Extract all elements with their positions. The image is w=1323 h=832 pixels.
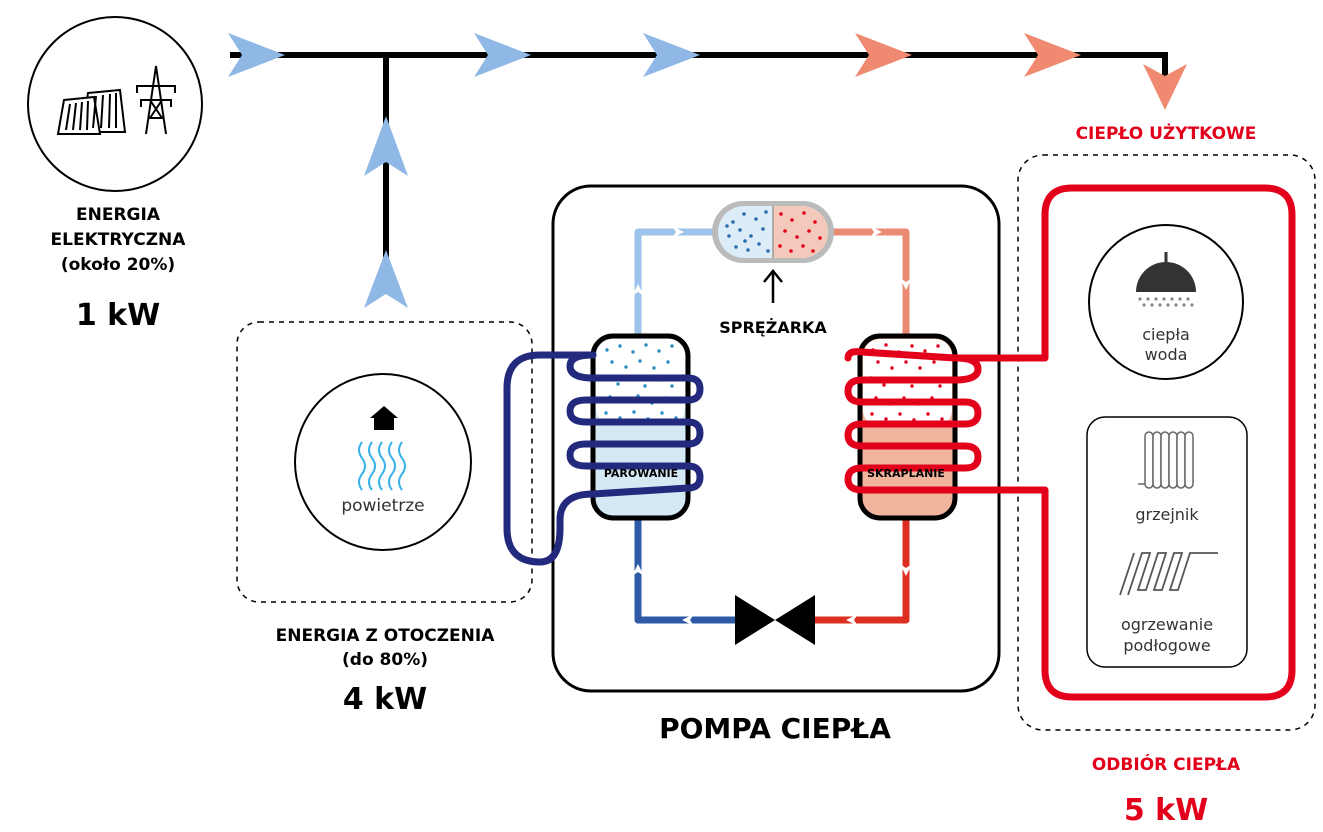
ambient-power: 4 kW <box>343 682 427 717</box>
useful-heat-title: CIEPŁO UŻYTKOWE <box>1076 122 1257 144</box>
heating-devices-box <box>1086 416 1248 668</box>
heat-pump-title: POMPA CIEPŁA <box>659 712 891 745</box>
electric-power: 1 kW <box>76 298 160 333</box>
condenser-coil <box>844 348 982 494</box>
expansion-valve-icon <box>735 595 815 645</box>
electric-label-line1: ENERGIA <box>76 205 161 225</box>
flow-arrows <box>228 33 1187 308</box>
evaporator-label: PAROWANIE <box>604 467 678 480</box>
heat-receiver-box <box>1017 154 1316 731</box>
hot-water-circle <box>1088 224 1244 380</box>
floor-heating-label-line1: ogrzewanie <box>1121 615 1213 634</box>
loop-arrows <box>632 226 912 626</box>
compressor <box>712 201 834 263</box>
transmission-tower-icon <box>136 65 176 135</box>
heat-receiver-title: ODBIÓR CIEPŁA <box>1092 753 1241 775</box>
ambient-energy-box <box>236 321 533 603</box>
power-plant-icon <box>56 88 127 135</box>
flow-arrow <box>474 33 531 77</box>
flow-arrow <box>855 33 912 77</box>
hot-water-label-line2: woda <box>1145 345 1188 364</box>
electric-energy-source <box>27 16 203 192</box>
ambient-source-circle <box>294 373 472 551</box>
flow-arrow <box>364 250 408 308</box>
evaporator-coil <box>503 351 704 566</box>
flow-arrow <box>1143 64 1187 110</box>
shower-icon <box>1136 252 1196 307</box>
electric-label-line3: (około 20%) <box>61 255 175 275</box>
heat-receiver-power: 5 kW <box>1124 793 1208 828</box>
radiator-icon <box>1138 431 1194 489</box>
flow-arrow <box>228 33 285 77</box>
cold-particles <box>725 210 770 253</box>
flow-arrow <box>643 33 700 77</box>
air-waves-icon <box>358 441 406 491</box>
house-icon <box>370 406 398 430</box>
flow-arrow <box>1024 33 1081 77</box>
floor-heating-label-line2: podłogowe <box>1123 636 1210 655</box>
condenser-label: SKRAPLANIE <box>867 467 945 480</box>
flow-arrow <box>364 116 408 176</box>
heating-circuit <box>955 184 1296 701</box>
compressor-arrow-icon <box>763 269 783 303</box>
radiator-label: grzejnik <box>1135 505 1199 524</box>
hot-particles <box>778 211 822 253</box>
ambient-label-line2: (do 80%) <box>342 650 428 670</box>
hot-water-label-line1: ciepła <box>1142 325 1190 344</box>
electric-label-line2: ELEKTRYCZNA <box>51 230 187 250</box>
ambient-label-line1: ENERGIA Z OTOCZENIA <box>276 626 496 646</box>
ambient-source-label: powietrze <box>341 496 424 516</box>
heat-pump-box <box>551 184 1001 693</box>
refrigerant-loop <box>634 228 910 624</box>
floor-heating-icon <box>1119 552 1218 596</box>
compressor-label: SPRĘŻARKA <box>719 318 827 337</box>
